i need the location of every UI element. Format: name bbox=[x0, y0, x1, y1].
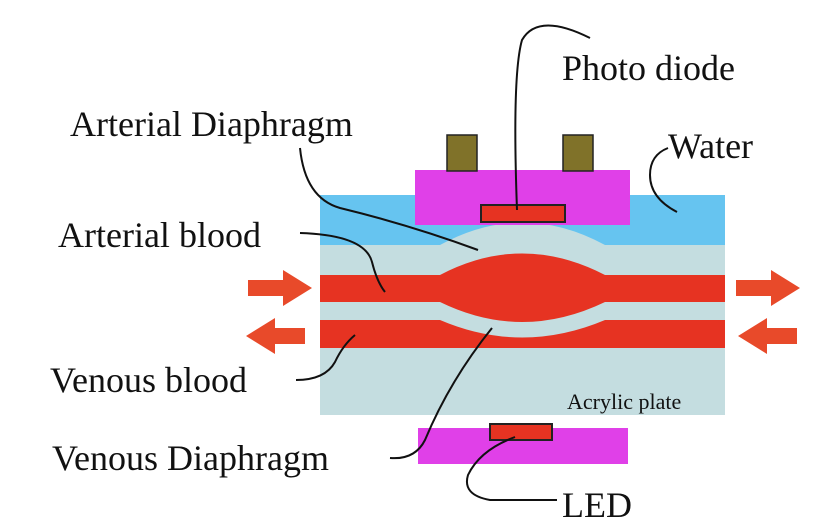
label-led: LED bbox=[562, 485, 632, 525]
leader-led bbox=[466, 436, 557, 501]
leader-venous-blood bbox=[295, 334, 356, 381]
leader-water bbox=[648, 147, 678, 213]
led-chip bbox=[489, 423, 553, 441]
leader-venous-diaphragm bbox=[389, 327, 493, 460]
label-venous-diaphragm: Venous Diaphragm bbox=[52, 438, 329, 478]
label-arterial-diaphragm: Arterial Diaphragm bbox=[70, 104, 353, 144]
arrow-arterial-in bbox=[248, 270, 312, 306]
label-water: Water bbox=[668, 126, 753, 166]
arrow-venous-in bbox=[738, 318, 797, 354]
arterial-diaphragm bbox=[440, 222, 605, 245]
leader-arterial-diaphragm bbox=[299, 147, 479, 251]
terminal-left bbox=[446, 134, 478, 172]
label-venous-blood: Venous blood bbox=[50, 360, 247, 400]
arterial-blood-channel bbox=[320, 253, 725, 322]
label-photo-diode: Photo diode bbox=[562, 48, 735, 88]
leader-arterial-blood bbox=[299, 232, 386, 293]
terminal-right bbox=[562, 134, 594, 172]
leader-photo-diode bbox=[514, 24, 591, 211]
venous-blood-channel bbox=[320, 320, 725, 348]
arrow-arterial-out bbox=[736, 270, 800, 306]
arrow-venous-out bbox=[246, 318, 305, 354]
label-arterial-blood: Arterial blood bbox=[58, 215, 261, 255]
leader-lines bbox=[295, 24, 678, 501]
label-acrylic-plate: Acrylic plate bbox=[567, 389, 681, 414]
photo-diode-chip bbox=[480, 204, 566, 223]
